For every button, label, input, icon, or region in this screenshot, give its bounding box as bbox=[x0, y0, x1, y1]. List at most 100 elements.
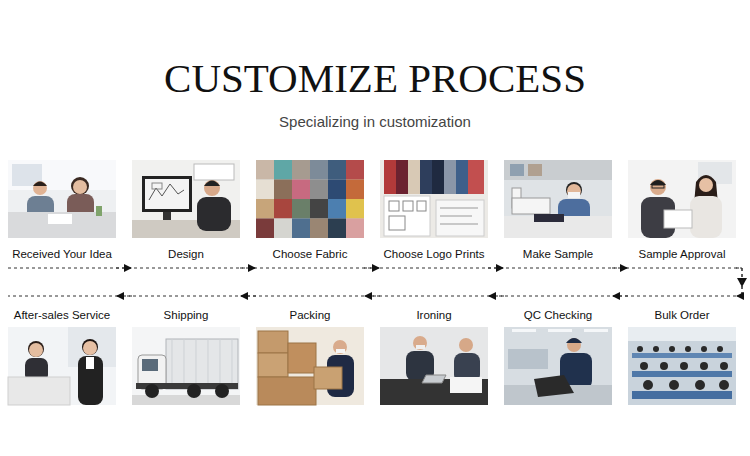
process-step: Choose Fabric bbox=[256, 158, 364, 274]
illustration-shape bbox=[163, 212, 171, 220]
illustration-shape bbox=[700, 362, 708, 370]
illustration-shape bbox=[292, 199, 310, 219]
photo-service-desk bbox=[8, 327, 116, 405]
illustration-shape bbox=[310, 160, 328, 180]
illustration-shape bbox=[274, 180, 292, 200]
label-row: Choose Fabric bbox=[256, 245, 364, 261]
illustration-shape bbox=[512, 329, 536, 332]
flow-arrow bbox=[116, 296, 132, 297]
process-step: Shipping bbox=[132, 288, 240, 406]
process-step: Received Your Idea bbox=[8, 158, 116, 274]
process-step: QC Checking bbox=[504, 288, 612, 406]
illustration-shape bbox=[83, 341, 97, 355]
illustration-shape bbox=[699, 178, 713, 192]
flow-arrow bbox=[240, 296, 256, 297]
illustration-shape bbox=[314, 367, 342, 389]
illustration-shape bbox=[432, 160, 444, 194]
illustration-shape bbox=[719, 380, 729, 390]
step-label: Choose Logo Prints bbox=[383, 246, 484, 262]
illustration-shape bbox=[73, 180, 87, 194]
illustration-shape bbox=[632, 391, 732, 399]
illustration-shape bbox=[436, 200, 484, 236]
illustration-shape bbox=[408, 160, 420, 194]
illustration-shape bbox=[149, 184, 184, 200]
step-label: Make Sample bbox=[523, 246, 593, 262]
illustration-shape bbox=[152, 183, 162, 189]
photo-truck bbox=[132, 327, 240, 405]
process-step: Bulk Order bbox=[628, 288, 736, 406]
photo-design bbox=[132, 160, 240, 238]
photo-meeting bbox=[8, 160, 116, 238]
illustration-shape bbox=[194, 164, 234, 180]
illustration-shape bbox=[420, 160, 432, 194]
photo-ironing bbox=[380, 327, 488, 405]
illustration-shape bbox=[650, 179, 666, 195]
illustration-shape bbox=[8, 160, 116, 238]
illustration-shape bbox=[346, 199, 364, 219]
illustration-shape bbox=[197, 197, 231, 231]
illustration-shape bbox=[701, 346, 707, 352]
illustration-shape bbox=[28, 341, 44, 357]
illustration-shape bbox=[413, 336, 427, 350]
illustration-shape bbox=[567, 338, 581, 352]
process-step: Sample Approval bbox=[628, 158, 736, 274]
illustration-shape bbox=[717, 346, 723, 352]
illustration-shape bbox=[215, 384, 229, 398]
illustration-shape bbox=[396, 160, 408, 194]
illustration-shape bbox=[8, 268, 742, 269]
illustration-shape bbox=[82, 339, 98, 355]
illustration-shape bbox=[567, 184, 581, 198]
illustration-shape bbox=[508, 349, 548, 369]
illustration-shape bbox=[132, 327, 240, 405]
title-area: CUSTOMIZE PROCESS bbox=[0, 55, 750, 101]
step-label: Sample Approval bbox=[639, 246, 726, 262]
label-row: QC Checking bbox=[504, 306, 612, 322]
illustration-shape bbox=[389, 216, 405, 230]
illustration-shape bbox=[389, 201, 399, 211]
illustration-shape bbox=[33, 182, 47, 187]
illustration-shape bbox=[310, 199, 328, 219]
illustration-shape bbox=[310, 219, 328, 239]
illustration-shape bbox=[380, 327, 488, 405]
illustration-shape bbox=[384, 160, 396, 194]
illustration-shape bbox=[328, 219, 346, 239]
illustration-shape bbox=[403, 201, 413, 211]
illustration-shape bbox=[346, 219, 364, 239]
subtitle-area: Specializing in customization bbox=[0, 113, 750, 131]
illustration-shape bbox=[566, 182, 582, 198]
illustration-shape bbox=[534, 375, 574, 397]
step-label: Design bbox=[168, 246, 204, 262]
process-step: Packing bbox=[256, 288, 364, 406]
illustration-shape bbox=[512, 198, 550, 214]
illustration-shape bbox=[417, 201, 426, 211]
process-step: After-sales Service bbox=[8, 288, 116, 406]
illustration-shape bbox=[568, 192, 580, 198]
illustration-shape bbox=[274, 219, 292, 239]
illustration-shape bbox=[637, 346, 643, 352]
illustration-shape bbox=[504, 160, 612, 238]
illustration-shape bbox=[256, 199, 274, 219]
illustration-shape bbox=[142, 359, 158, 371]
flow-arrow bbox=[736, 268, 742, 296]
illustration-shape bbox=[274, 199, 292, 219]
photo-logo-prints bbox=[380, 160, 488, 238]
label-row: Shipping bbox=[132, 306, 240, 322]
illustration-shape bbox=[8, 160, 116, 190]
illustration-shape bbox=[459, 338, 473, 352]
illustration-shape bbox=[456, 160, 468, 194]
illustration-shape bbox=[274, 160, 292, 180]
illustration-shape bbox=[632, 371, 732, 377]
illustration-shape bbox=[440, 208, 478, 224]
illustration-shape bbox=[256, 327, 364, 405]
illustration-shape bbox=[187, 384, 201, 398]
illustration-shape bbox=[172, 339, 232, 389]
illustration-shape bbox=[685, 346, 691, 352]
illustration-shape bbox=[664, 210, 692, 228]
label-row: After-sales Service bbox=[8, 306, 116, 322]
illustration-shape bbox=[258, 331, 288, 353]
illustration-shape bbox=[450, 377, 482, 393]
illustration-shape bbox=[628, 327, 736, 341]
illustration-shape bbox=[256, 160, 274, 180]
step-label: Shipping bbox=[164, 307, 209, 323]
illustration-shape bbox=[333, 340, 347, 354]
